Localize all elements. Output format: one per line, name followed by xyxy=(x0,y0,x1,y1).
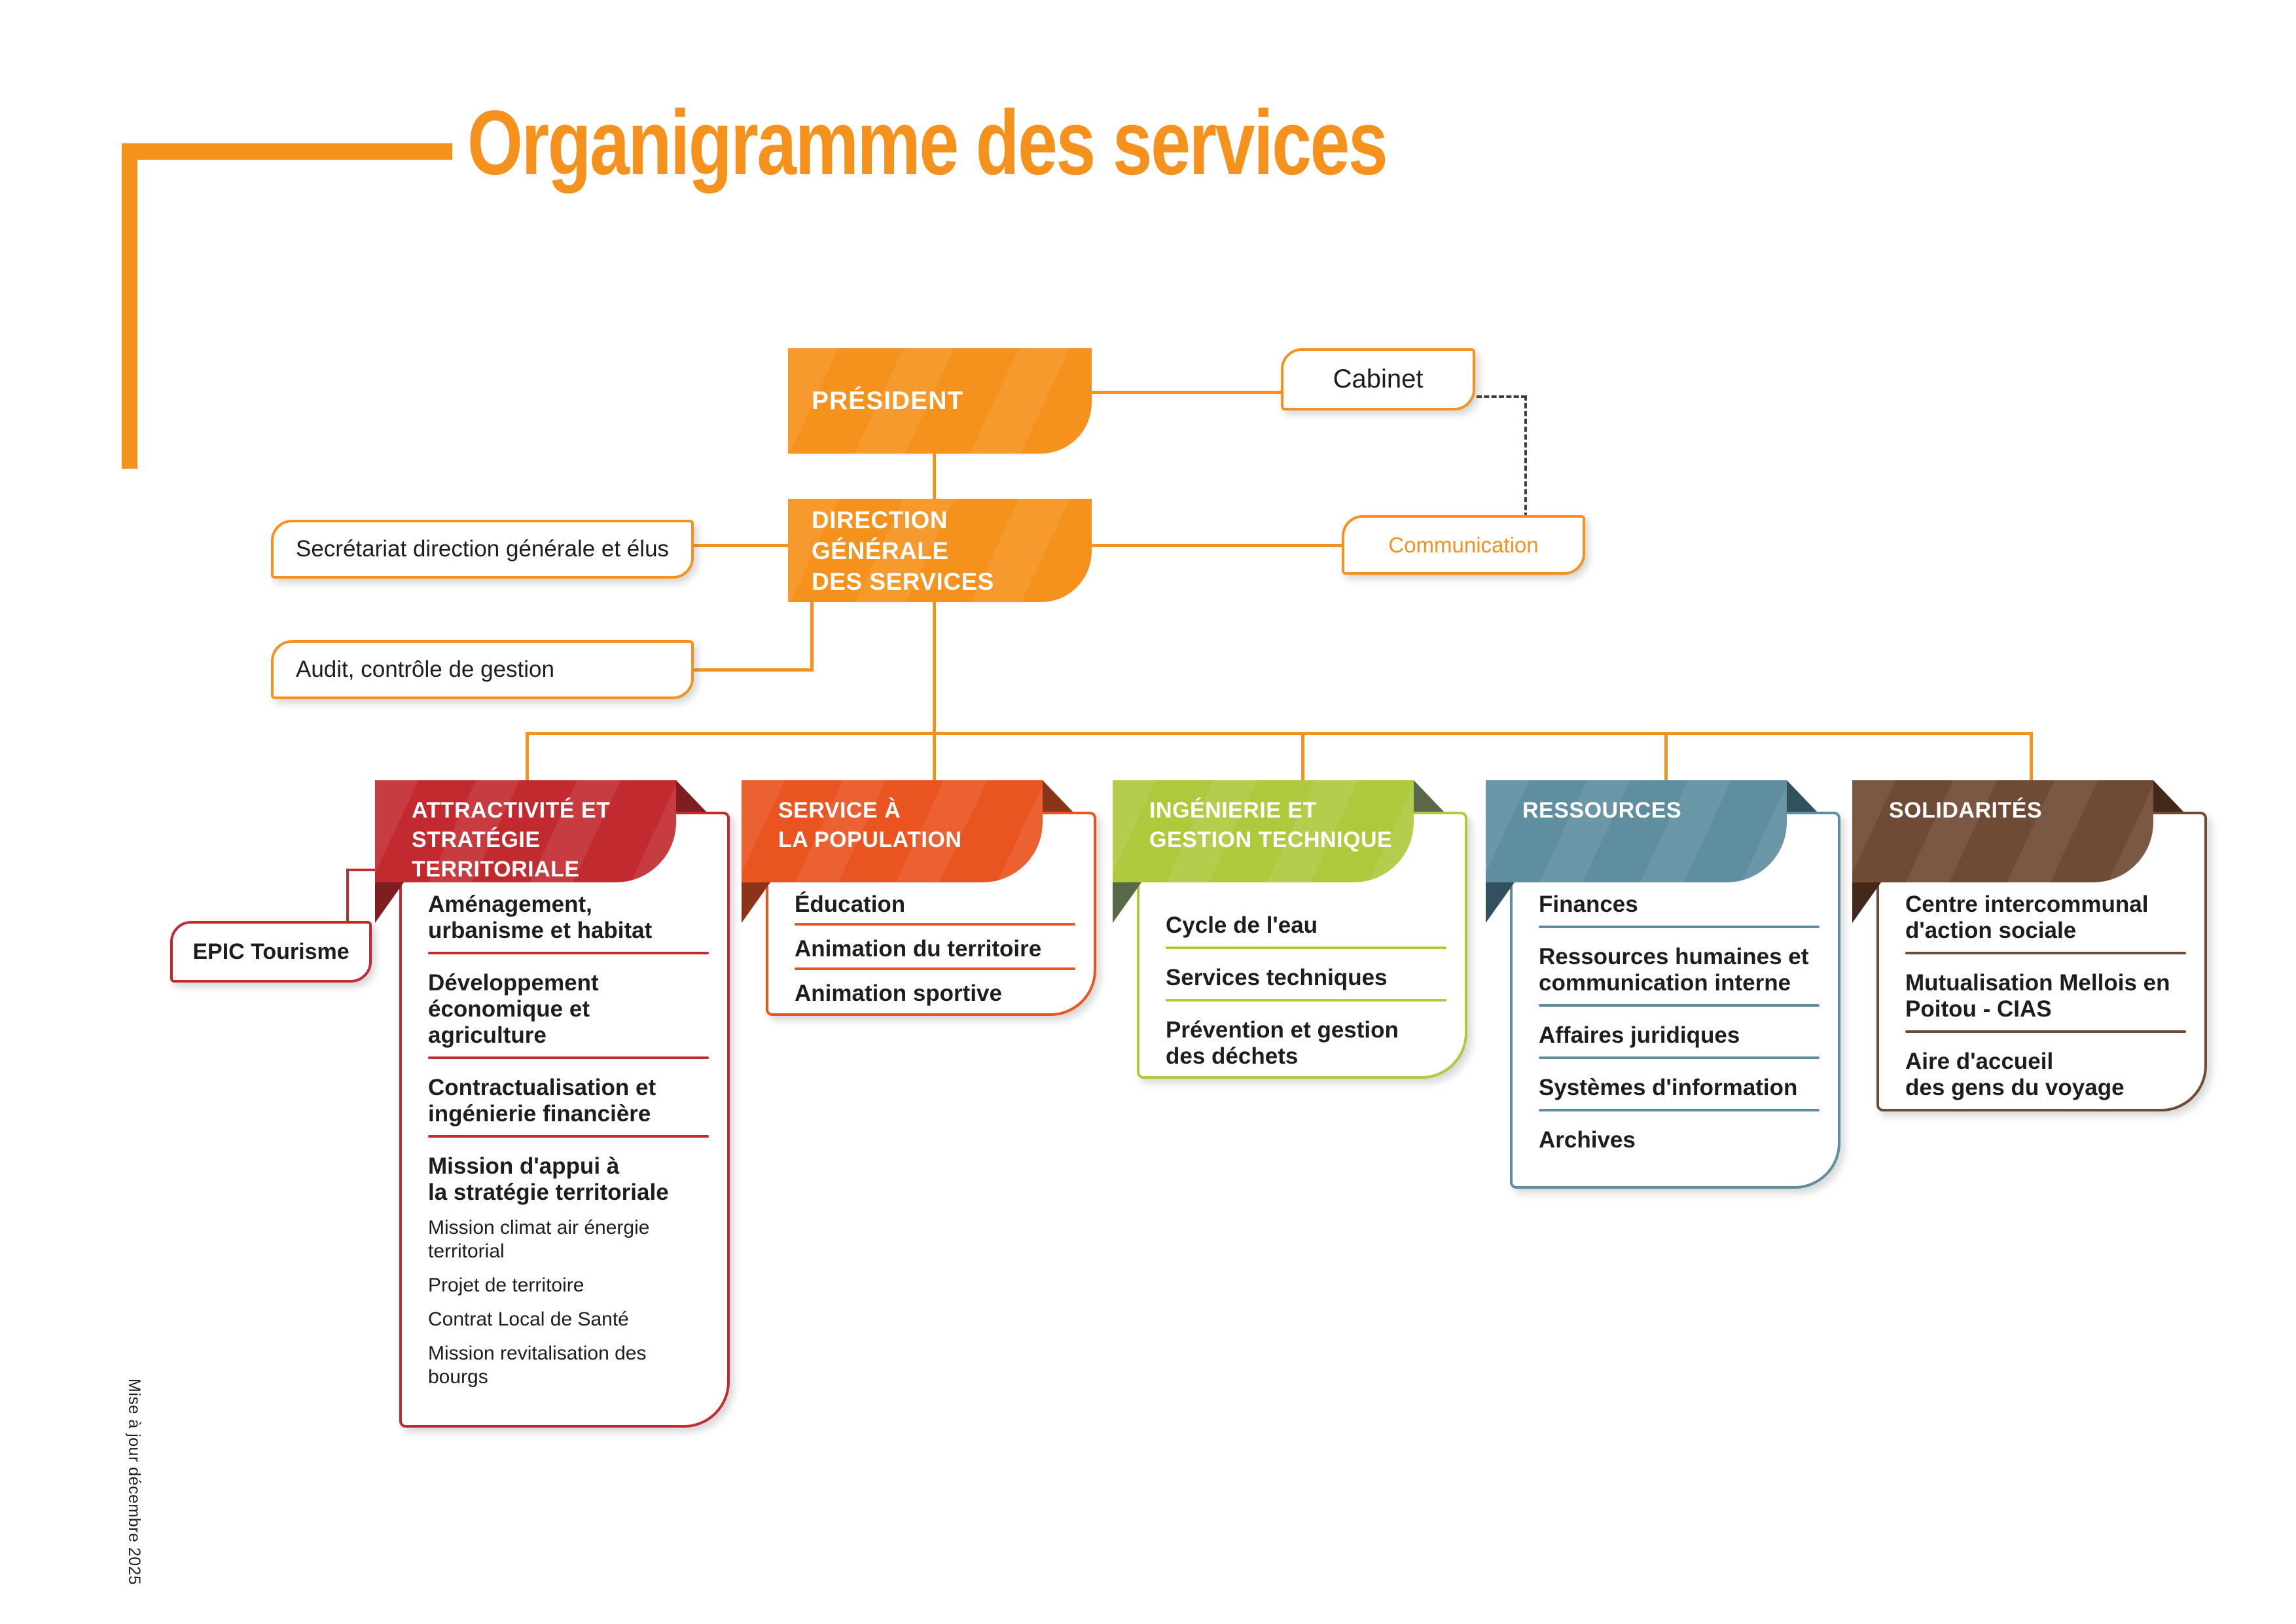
service-item: Mission d'appui à la stratégie territori… xyxy=(428,1153,669,1205)
update-note: Mise à jour décembre 2025 xyxy=(125,1379,143,1585)
header-fold-top-right xyxy=(1043,780,1073,812)
connector-secretariat-dgs xyxy=(694,544,788,547)
separator xyxy=(1539,1056,1820,1059)
connector-epic-vertical xyxy=(346,869,349,924)
service-item: Animation du territoire xyxy=(795,936,1042,962)
audit-box: Audit, contrôle de gestion xyxy=(271,640,694,699)
department-header: SERVICE À LA POPULATION xyxy=(742,780,1043,882)
dgs-label-line1: DIRECTION GÉNÉRALE xyxy=(812,506,949,564)
communication-label: Communication xyxy=(1388,532,1539,557)
department-title-line: RESSOURCES xyxy=(1522,798,1682,823)
department-title-line: INGÉNIERIE ET xyxy=(1149,798,1317,823)
separator xyxy=(1905,952,2186,954)
cabinet-box: Cabinet xyxy=(1281,348,1475,410)
communication-box: Communication xyxy=(1342,515,1585,575)
separator xyxy=(428,1135,709,1138)
department-title-line: STRATÉGIE TERRITORIALE xyxy=(412,827,580,882)
separator xyxy=(1539,1004,1820,1007)
president-label: PRÉSIDENT xyxy=(812,386,964,415)
page-title: Organigramme des services xyxy=(467,91,1388,194)
header-fold-top-right xyxy=(676,780,706,812)
connector-dgs-departments-vertical xyxy=(933,602,936,733)
service-item: Développement économique et agriculture xyxy=(428,970,599,1048)
connector-drop-attractivite xyxy=(526,732,529,783)
department-title-line: LA POPULATION xyxy=(778,827,962,852)
separator xyxy=(428,1056,709,1059)
separator xyxy=(1539,926,1820,928)
service-item: Archives xyxy=(1539,1127,1636,1153)
department-header: SOLIDARITÉS xyxy=(1852,780,2153,882)
connector-president-dgs xyxy=(933,454,936,499)
separator xyxy=(428,952,709,954)
connector-cabinet-communication-dashed-vertical xyxy=(1524,395,1527,518)
title-bracket-vertical xyxy=(122,143,137,469)
connector-drop-population xyxy=(933,732,936,783)
president-box: PRÉSIDENT xyxy=(788,348,1092,454)
service-item: Centre intercommunal d'action sociale xyxy=(1905,892,2149,943)
service-subitem: Mission climat air énergie territorial xyxy=(428,1217,650,1262)
service-item: Services techniques xyxy=(1166,965,1388,990)
service-item: Cycle de l'eau xyxy=(1166,912,1318,938)
service-item: Éducation xyxy=(795,892,906,917)
service-item: Affaires juridiques xyxy=(1539,1022,1740,1048)
connector-departments-horizontal xyxy=(526,732,2033,735)
connector-drop-ressources xyxy=(1664,732,1668,783)
separator xyxy=(1539,1109,1820,1111)
service-item: Animation sportive xyxy=(795,981,1002,1006)
service-item: Aménagement, urbanisme et habitat xyxy=(428,892,653,943)
epic-tourisme-box: EPIC Tourisme xyxy=(170,921,372,983)
service-item: Mutualisation Mellois en Poitou - CIAS xyxy=(1905,970,2170,1022)
connector-epic-horizontal xyxy=(346,869,378,871)
connector-president-cabinet xyxy=(1092,391,1281,394)
service-subitem: Projet de territoire xyxy=(428,1274,584,1296)
department-title-line: GESTION TECHNIQUE xyxy=(1149,827,1393,852)
secretariat-box: Secrétariat direction générale et élus xyxy=(271,520,694,579)
separator xyxy=(1166,999,1446,1001)
header-fold-top-right xyxy=(1787,780,1817,812)
department-body: Aménagement, urbanisme et habitat Dévelo… xyxy=(399,812,730,1428)
direction-generale-box: DIRECTION GÉNÉRALE DES SERVICES xyxy=(788,499,1092,602)
department-body: Éducation Animation du territoire Animat… xyxy=(766,812,1096,1016)
connector-cabinet-communication-dashed-horizontal xyxy=(1477,395,1526,398)
department-header: RESSOURCES xyxy=(1486,780,1787,882)
department-title-line: SERVICE À xyxy=(778,798,901,823)
epic-tourisme-label: EPIC Tourisme xyxy=(192,939,350,964)
header-fold-top-right xyxy=(1414,780,1444,812)
separator xyxy=(1905,1030,2186,1033)
service-item: Prévention et gestion des déchets xyxy=(1166,1017,1399,1069)
cabinet-label: Cabinet xyxy=(1333,365,1424,393)
audit-label: Audit, contrôle de gestion xyxy=(296,657,554,682)
department-title-line: ATTRACTIVITÉ ET xyxy=(412,798,611,823)
department-header: INGÉNIERIE ET GESTION TECHNIQUE xyxy=(1113,780,1414,882)
department-title-line: SOLIDARITÉS xyxy=(1889,798,2043,823)
connector-audit-horizontal xyxy=(694,668,814,672)
connector-drop-solidarites xyxy=(2030,732,2033,783)
separator xyxy=(795,923,1075,926)
connector-drop-ingenierie xyxy=(1301,732,1304,783)
secretariat-label: Secrétariat direction générale et élus xyxy=(296,536,670,562)
service-item: Systèmes d'information xyxy=(1539,1075,1798,1100)
department-header: ATTRACTIVITÉ ET STRATÉGIE TERRITORIALE xyxy=(375,780,676,882)
service-item: Finances xyxy=(1539,892,1638,917)
service-subitem: Contrat Local de Santé xyxy=(428,1308,629,1330)
separator xyxy=(795,967,1075,970)
separator xyxy=(1166,947,1446,949)
connector-dgs-communication xyxy=(1092,544,1342,547)
header-fold-top-right xyxy=(2153,780,2183,812)
dgs-label-line2: DES SERVICES xyxy=(812,568,994,595)
service-subitem: Mission revitalisation des bourgs xyxy=(428,1343,647,1388)
service-item: Ressources humaines et communication int… xyxy=(1539,944,1809,996)
service-item: Contractualisation et ingénierie financi… xyxy=(428,1075,656,1127)
title-bracket-horizontal xyxy=(122,143,452,160)
connector-audit-vertical xyxy=(810,602,814,672)
service-item: Aire d'accueil des gens du voyage xyxy=(1905,1049,2125,1100)
